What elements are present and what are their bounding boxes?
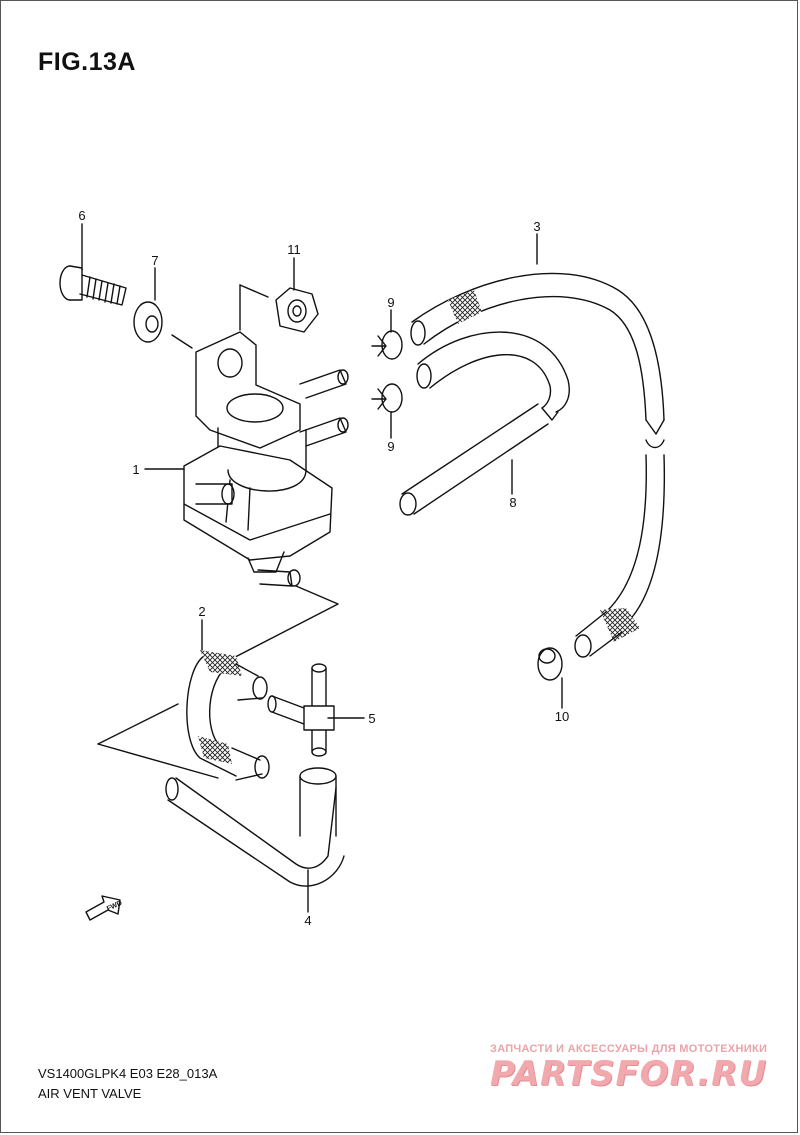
part-11-nut bbox=[275, 287, 319, 333]
part-9-clamp-upper bbox=[371, 330, 403, 360]
part-9-clamp-lower bbox=[371, 383, 403, 413]
figure-name: AIR VENT VALVE bbox=[38, 1086, 142, 1101]
part-8-hose bbox=[399, 331, 570, 516]
watermark-tagline: ЗАПЧАСТИ И АКСЕССУАРЫ ДЛЯ МОТОТЕХНИКИ bbox=[490, 1043, 768, 1055]
part-3-hose bbox=[410, 272, 666, 658]
callout-9-upper: 9 bbox=[387, 295, 394, 310]
model-code: VS1400GLPK4 E03 E28_013A bbox=[38, 1066, 218, 1081]
part-2-u-hose bbox=[186, 650, 270, 781]
part-7-washer bbox=[133, 301, 163, 343]
part-5-t-joint bbox=[267, 663, 335, 757]
callout-6: 6 bbox=[78, 208, 85, 223]
fwd-arrow-icon bbox=[85, 895, 121, 921]
part-1-air-vent-valve bbox=[183, 331, 333, 573]
callout-3: 3 bbox=[533, 219, 540, 234]
figure-title: FIG.13A bbox=[38, 48, 136, 76]
callout-11: 11 bbox=[287, 242, 301, 257]
callout-8: 8 bbox=[509, 495, 516, 510]
callout-5: 5 bbox=[368, 711, 375, 726]
part-10-cap bbox=[537, 647, 563, 681]
callout-2: 2 bbox=[198, 604, 205, 619]
callout-7: 7 bbox=[151, 253, 158, 268]
part-6-bolt bbox=[59, 265, 127, 306]
callout-10: 10 bbox=[555, 709, 569, 724]
part-4-l-hose bbox=[165, 767, 345, 887]
callout-1: 1 bbox=[132, 462, 139, 477]
callout-4: 4 bbox=[304, 913, 311, 928]
callout-9-lower: 9 bbox=[387, 439, 394, 454]
watermark-logo: PARTSFOR.RU bbox=[490, 1054, 768, 1094]
